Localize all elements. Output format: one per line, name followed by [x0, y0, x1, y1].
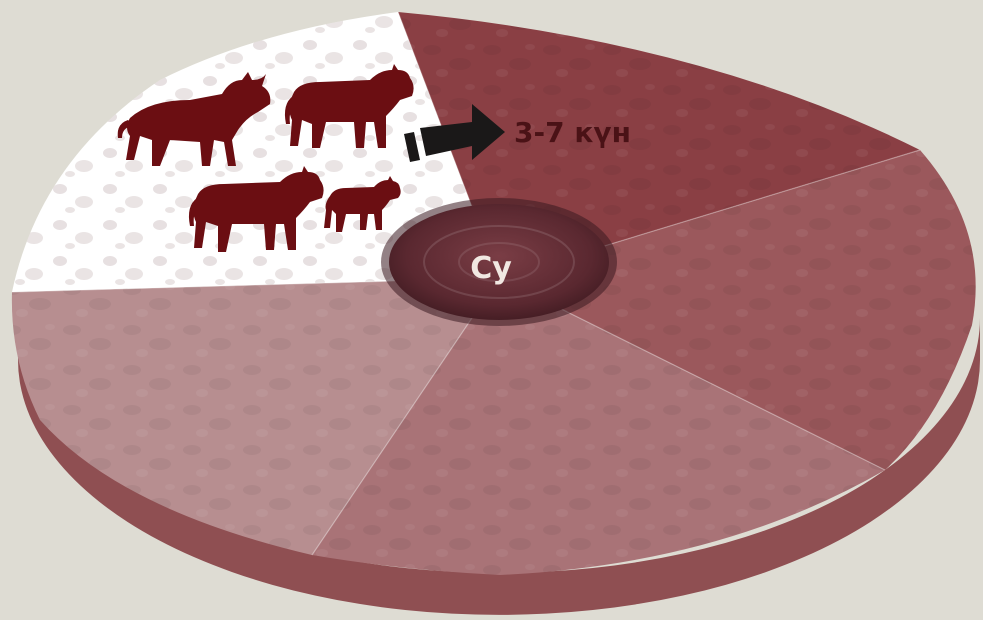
rotation-period-label: 3-7 күн	[514, 116, 631, 149]
water-label: Су	[470, 251, 512, 286]
